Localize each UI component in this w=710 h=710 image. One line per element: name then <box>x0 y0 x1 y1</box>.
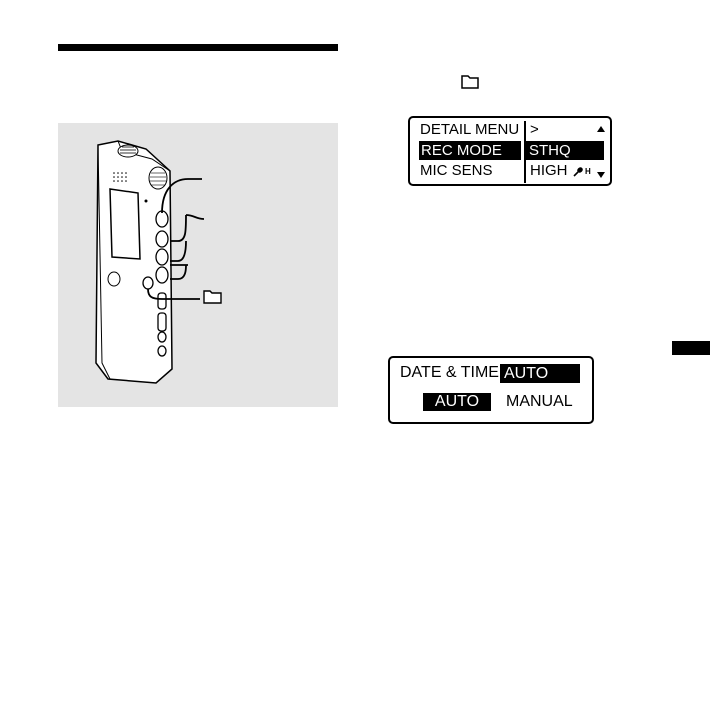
date-time-value: AUTO <box>500 364 580 383</box>
menu-row-label: MIC SENS <box>420 163 493 178</box>
section-title-rule <box>58 44 338 51</box>
option-manual: MANUAL <box>506 394 573 410</box>
folder-icon <box>204 291 221 303</box>
mic-level-badge: H <box>585 168 591 176</box>
menu-row-label-selected: REC MODE <box>419 141 521 160</box>
section-side-tab <box>672 341 710 355</box>
option-auto-selected: AUTO <box>423 393 491 411</box>
menu-lcd-display: DETAIL MENU > REC MODE STHQ MIC SENS HIG… <box>408 116 612 186</box>
triangle-down-icon <box>597 172 605 178</box>
date-time-lcd-display: DATE & TIME AUTO AUTO MANUAL <box>388 356 594 424</box>
menu-row-value: > <box>530 122 539 137</box>
menu-row-value: HIGH <box>530 163 568 178</box>
menu-row-label: DETAIL MENU <box>420 122 519 137</box>
folder-icon <box>460 74 480 90</box>
triangle-up-icon <box>597 126 605 132</box>
date-time-label: DATE & TIME <box>400 365 499 381</box>
microphone-icon <box>572 166 584 178</box>
device-illustration <box>58 123 338 407</box>
menu-row-value-selected: STHQ <box>526 141 604 160</box>
ic-recorder-drawing <box>58 123 338 407</box>
